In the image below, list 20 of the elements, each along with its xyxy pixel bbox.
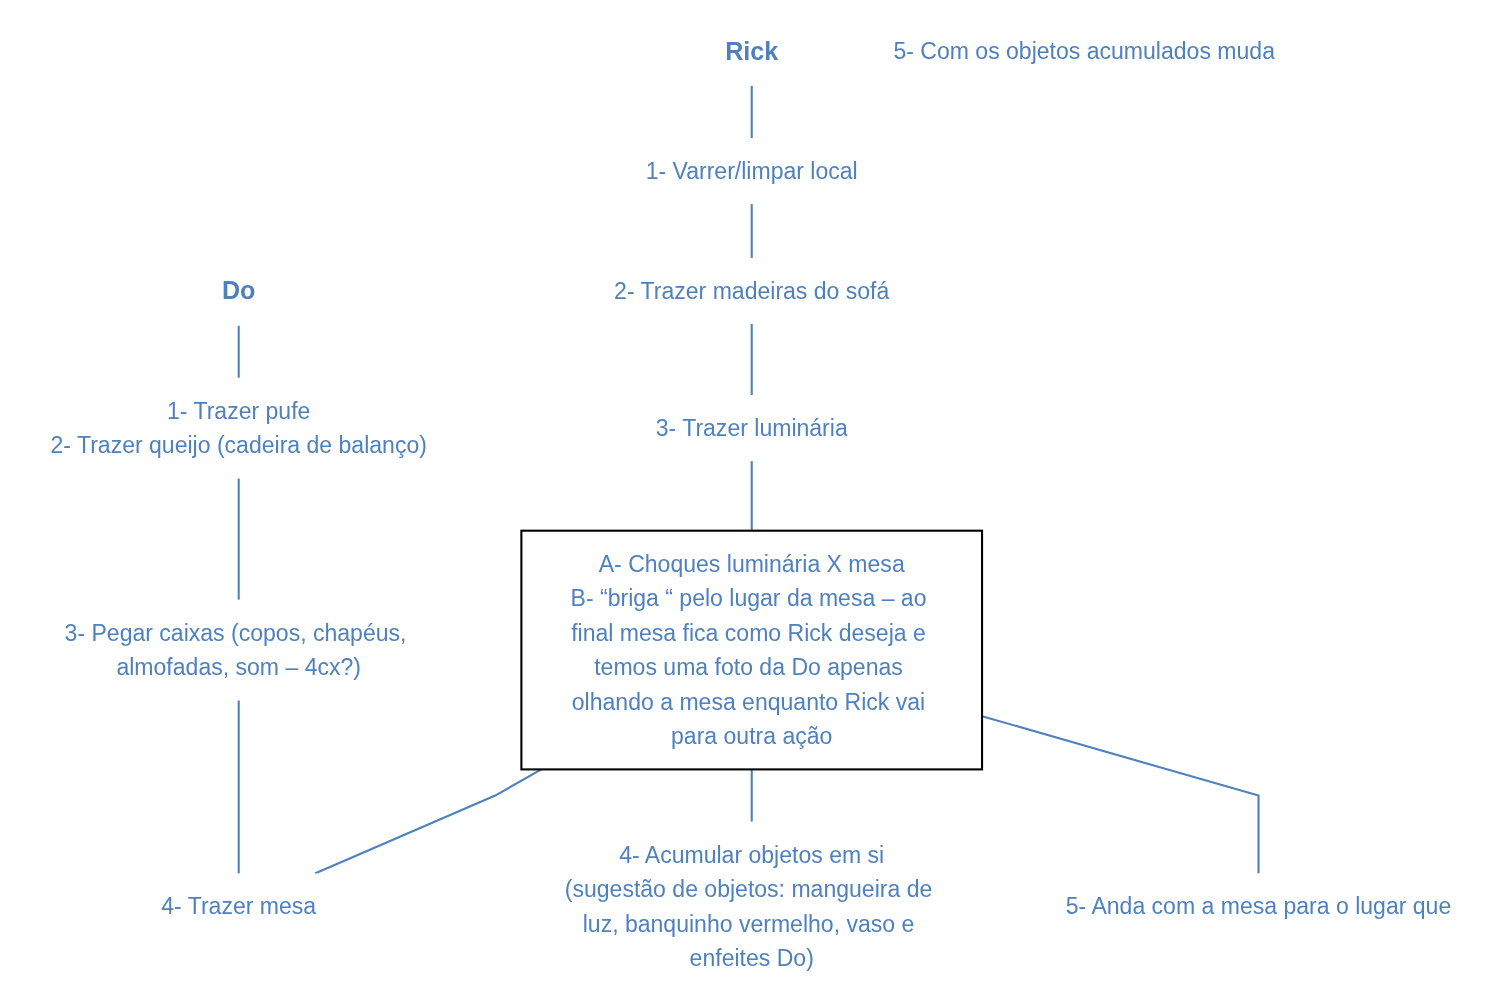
node-box <box>520 529 984 771</box>
node-text: 1- Varrer/limpar local <box>645 157 858 185</box>
connector <box>237 700 240 874</box>
node-text: 3- Trazer luminária <box>655 415 848 442</box>
connector <box>750 461 753 531</box>
connector <box>750 323 753 396</box>
node-text: 2- Trazer madeiras do sofá <box>614 277 890 305</box>
connector <box>750 769 753 822</box>
node-text: 3- Pegar caixas (copos, chapéus, almofadas, som – 4cx?) <box>64 619 407 681</box>
node-text: 4- Trazer mesa <box>161 893 317 920</box>
node-text: Do <box>221 276 256 305</box>
connector <box>237 478 240 600</box>
node-text: 1- Trazer pufe 2- Trazer queijo (cadeira de balanço) <box>50 397 427 459</box>
connector <box>750 204 753 258</box>
node-text: Rick <box>725 36 779 65</box>
node-text: 5- Anda com a mesa para o lugar que <box>1065 893 1452 920</box>
node-text: 5- Com os objetos acumulados muda <box>893 38 1275 65</box>
node-text: 4- Acumular objetos em si (sugestão de objetos: mangueira de luz, banquinho vermelho, vaso e enfeites Do) <box>564 841 933 972</box>
connector <box>237 325 240 378</box>
connector <box>750 85 753 139</box>
